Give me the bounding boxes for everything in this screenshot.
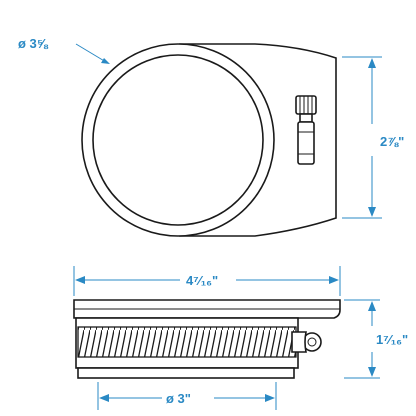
height-side-view-label: 1⁷⁄₁₆"	[376, 332, 408, 347]
height-top-view-label: 2⅞"	[380, 134, 404, 149]
width-dimension	[73, 266, 341, 296]
total-width-label: 4⁷⁄₁₆"	[186, 273, 218, 288]
height-dimension-side	[344, 299, 380, 379]
hose-clamp-screw	[295, 95, 317, 165]
outer-diameter-leader	[75, 43, 107, 63]
height-dimension-top	[342, 56, 382, 219]
ring-base	[77, 367, 295, 379]
bore-diameter-label: ø 3"	[166, 391, 191, 406]
side-view: 4⁷⁄₁₆" 1⁷⁄₁₆" ø 3"	[73, 266, 408, 410]
clamp-band	[77, 326, 297, 358]
clamp-screw-side	[291, 331, 322, 353]
bore-dimension	[97, 382, 277, 410]
outer-diameter-label: ø 3⅝	[18, 36, 49, 51]
top-view: ø 3⅝ 2⅞"	[18, 36, 404, 237]
inner-ring	[92, 54, 264, 226]
